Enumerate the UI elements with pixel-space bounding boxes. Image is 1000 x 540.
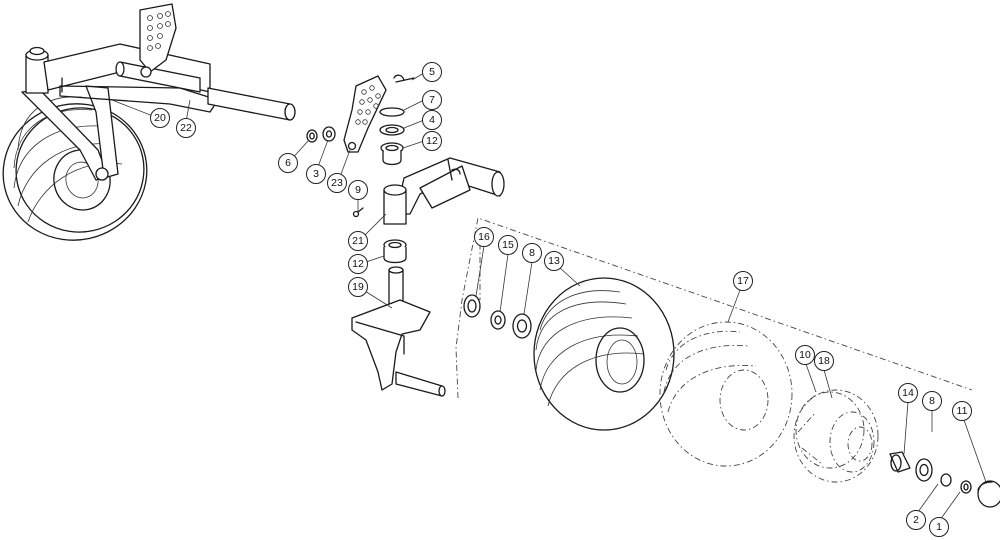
svg-text:1: 1	[936, 521, 942, 533]
callout-19: 19	[348, 277, 368, 297]
part-3-washer	[322, 126, 336, 142]
svg-text:8: 8	[529, 247, 535, 259]
callout-4: 4	[422, 110, 442, 130]
callout-1: 1	[929, 517, 949, 537]
callout-17: 17	[733, 271, 753, 291]
svg-text:10: 10	[799, 349, 811, 361]
svg-text:8: 8	[929, 395, 935, 407]
leader-lines	[111, 72, 987, 521]
svg-text:12: 12	[352, 258, 364, 270]
part-4-washer	[379, 124, 405, 136]
callout-5: 5	[422, 62, 442, 82]
callout-13: 13	[544, 251, 564, 271]
callout-7: 7	[422, 90, 442, 110]
svg-text:18: 18	[818, 355, 830, 367]
svg-text:20: 20	[154, 112, 166, 124]
callout-12-lower: 12	[348, 254, 368, 274]
svg-text:9: 9	[355, 184, 361, 196]
callout-23: 23	[327, 173, 347, 193]
part-23-adjustment-plate	[343, 75, 387, 153]
svg-text:23: 23	[331, 177, 343, 189]
part-10-18-wheel-rim	[793, 389, 879, 483]
callout-3: 3	[306, 164, 326, 184]
part-21-swivel-arm	[383, 157, 505, 225]
svg-text:17: 17	[737, 275, 749, 287]
part-2-washer	[940, 473, 952, 487]
part-12-bushing-lower	[383, 239, 407, 264]
svg-text:21: 21	[352, 235, 364, 247]
part-6-nut	[306, 129, 318, 143]
part-7-snap-ring	[379, 107, 405, 117]
callout-2: 2	[906, 510, 926, 530]
svg-text:16: 16	[478, 231, 490, 243]
part-11-hub-cap	[977, 480, 1000, 508]
callout-8: 8	[522, 243, 542, 263]
part-17-tire-assembly	[659, 321, 793, 467]
assembly-axis-line	[455, 217, 973, 399]
svg-text:4: 4	[429, 114, 435, 126]
callout-21: 21	[348, 231, 368, 251]
svg-text:6: 6	[285, 157, 291, 169]
svg-text:7: 7	[429, 94, 435, 106]
svg-text:13: 13	[548, 255, 560, 267]
svg-text:5: 5	[429, 66, 435, 78]
part-1-nut	[960, 480, 972, 494]
part-19-caster-fork	[351, 266, 446, 397]
callout-14: 14	[898, 383, 918, 403]
svg-text:3: 3	[313, 168, 319, 180]
svg-text:22: 22	[180, 122, 192, 134]
callout-22: 22	[176, 118, 196, 138]
part-8-bearing-inner	[512, 313, 532, 339]
part-13-tire	[533, 277, 675, 431]
svg-text:14: 14	[902, 387, 914, 399]
svg-text:12: 12	[426, 135, 438, 147]
callout-15: 15	[498, 235, 518, 255]
callout-12: 12	[422, 131, 442, 151]
part-16-seal	[463, 294, 481, 318]
part-8-bearing-outer	[915, 458, 933, 482]
callout-9: 9	[348, 180, 368, 200]
part-12-bushing-upper	[380, 142, 404, 166]
callout-6: 6	[278, 153, 298, 173]
callout-20: 20	[150, 108, 170, 128]
svg-text:2: 2	[913, 514, 919, 526]
callout-8-outer: 8	[922, 391, 942, 411]
callout-16: 16	[474, 227, 494, 247]
callout-10: 10	[795, 345, 815, 365]
part-14-spacer-tube	[889, 451, 911, 473]
svg-text:11: 11	[957, 405, 968, 417]
part-5-lynch-pin	[393, 74, 415, 83]
part-9-grease-fitting	[352, 207, 364, 218]
svg-text:19: 19	[352, 281, 364, 293]
svg-text:15: 15	[502, 239, 514, 251]
callout-18: 18	[814, 351, 834, 371]
part-15-spacer	[490, 310, 506, 330]
callout-11: 11	[952, 401, 972, 421]
assembled-caster-wheel	[2, 3, 296, 241]
